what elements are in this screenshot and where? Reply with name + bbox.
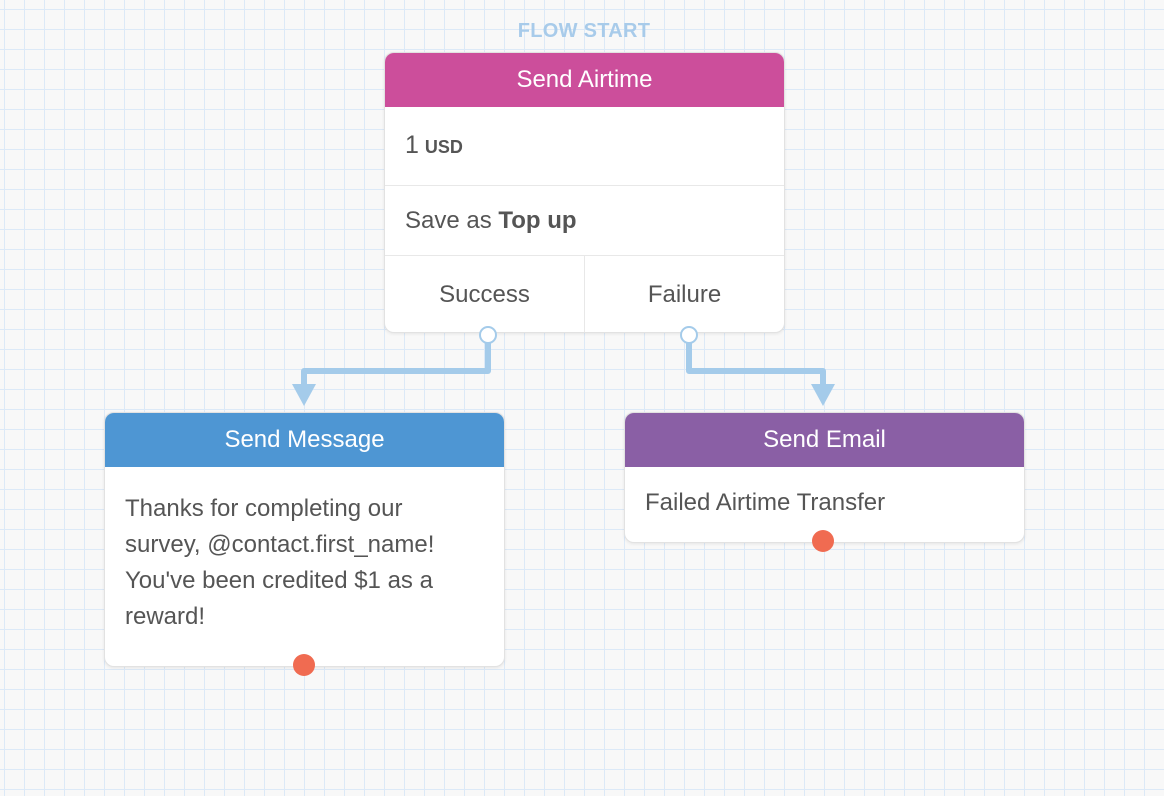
airtime-amount: 1 (405, 131, 419, 159)
airtime-save-row[interactable]: Save as Top up (385, 186, 784, 256)
failure-connection (686, 333, 826, 395)
airtime-exits: Success Failure (385, 256, 784, 332)
email-exit-dot[interactable] (812, 530, 834, 552)
message-text: Thanks for completing our survey, @conta… (125, 495, 435, 630)
failure-connector-handle[interactable] (680, 326, 698, 344)
message-exit-dot[interactable] (293, 654, 315, 676)
email-subject: Failed Airtime Transfer (645, 489, 886, 516)
send-email-node[interactable]: Send Email Failed Airtime Transfer (624, 412, 1025, 543)
failure-arrow-icon (811, 384, 835, 406)
success-connector-handle[interactable] (479, 326, 497, 344)
save-as-name: Top up (498, 207, 577, 234)
success-connection (301, 333, 491, 395)
send-email-header[interactable]: Send Email (625, 413, 1024, 467)
exit-success[interactable]: Success (385, 256, 585, 332)
send-airtime-header[interactable]: Send Airtime (385, 53, 784, 107)
success-arrow-icon (292, 384, 316, 406)
send-message-node[interactable]: Send Message Thanks for completing our s… (104, 412, 505, 667)
exit-failure[interactable]: Failure (647, 281, 722, 308)
airtime-currency: USD (424, 137, 463, 157)
save-as-label: Save as (405, 207, 492, 234)
flow-start-label: FLOW START (517, 20, 651, 42)
send-message-header[interactable]: Send Message (105, 413, 504, 467)
